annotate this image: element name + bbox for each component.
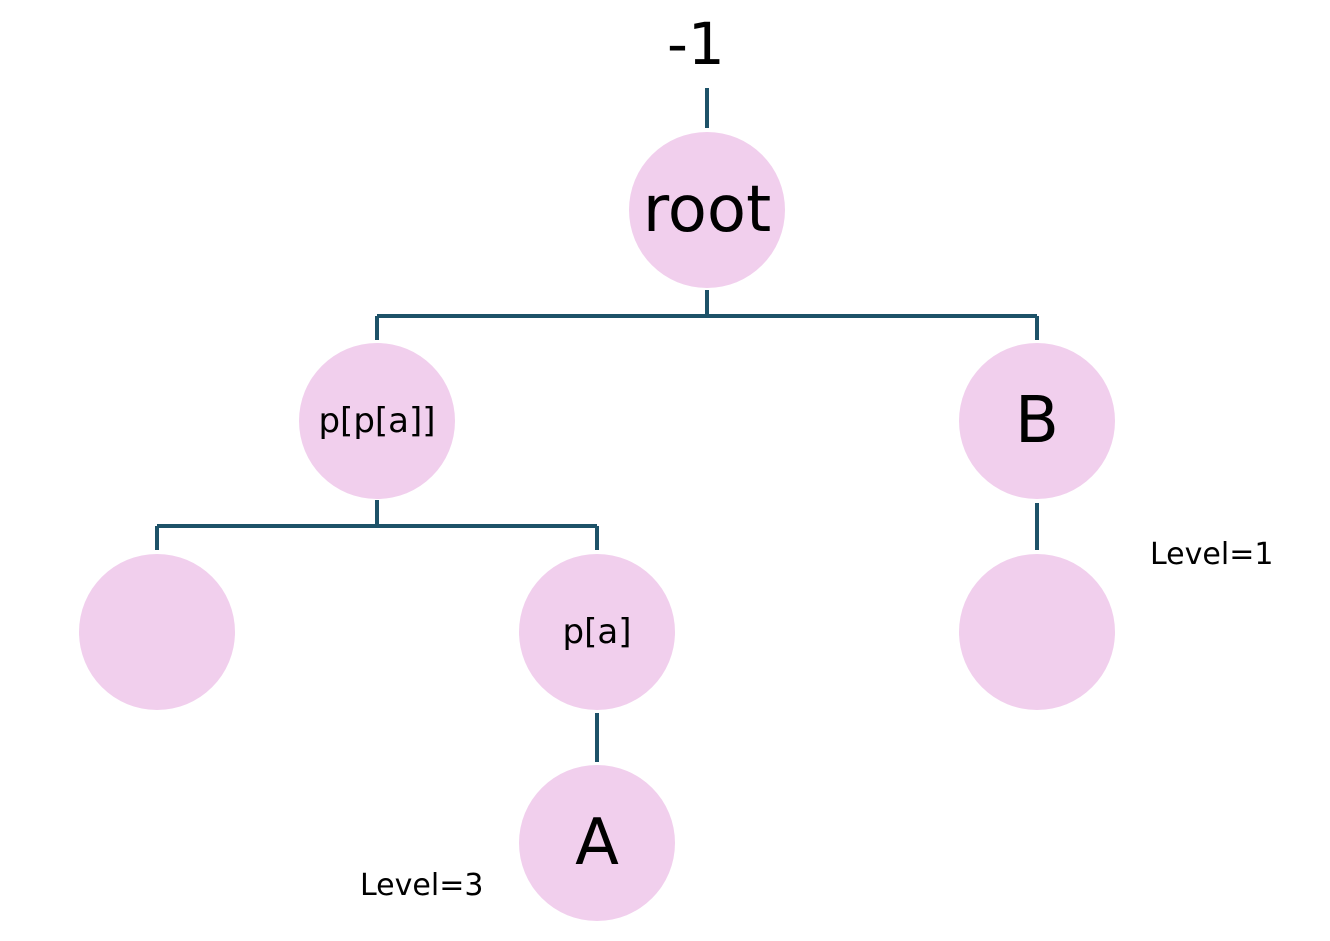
node-a: A xyxy=(519,765,675,921)
node-a-label: A xyxy=(575,806,619,880)
level-label-b: Level=1 xyxy=(1150,537,1274,572)
node-pa: p[a] xyxy=(519,554,675,710)
node-ppa-label: p[p[a]] xyxy=(318,401,436,441)
top-value-label: -1 xyxy=(667,10,725,78)
level-label-a: Level=3 xyxy=(360,868,484,903)
node-b: B xyxy=(959,343,1115,499)
node-left-empty xyxy=(79,554,235,710)
node-root: root xyxy=(629,132,785,288)
node-b-label: B xyxy=(1015,384,1059,458)
node-right-empty xyxy=(959,554,1115,710)
node-ppa: p[p[a]] xyxy=(299,343,455,499)
node-pa-label: p[a] xyxy=(562,612,632,652)
node-root-label: root xyxy=(642,173,772,247)
